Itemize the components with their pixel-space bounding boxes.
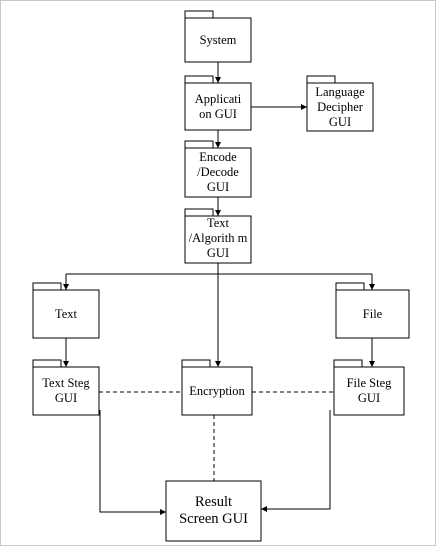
text-steg-gui-label: Text Steg GUI (42, 376, 90, 405)
language-decipher-gui-label: Language Decipher GUI (315, 84, 365, 129)
file-label: File (362, 306, 383, 321)
text-algorithm-gui-label: Text /Algorith m GUI (188, 216, 248, 260)
encode-decode-gui-package (184, 140, 252, 198)
file-steg-gui-label: File Steg GUI (346, 376, 392, 405)
text-label: Text (54, 306, 78, 321)
result-screen-gui-label: Result Screen GUI (179, 493, 248, 527)
language-decipher-gui-package (306, 75, 374, 132)
text-steg-gui-package (32, 359, 100, 416)
encode-decode-gui-label: Encode /Decode GUI (197, 150, 239, 194)
arrow-filesteg-to-result (261, 410, 331, 512)
encryption-package (181, 359, 253, 416)
application-gui-label: Applicati on GUI (194, 91, 242, 121)
text-algorithm-gui-package (184, 208, 252, 264)
arrow-textsteg-to-result (99, 410, 166, 515)
text-package (32, 282, 100, 339)
system-label: System (199, 32, 237, 47)
system-package (184, 10, 252, 63)
file-package (335, 282, 410, 339)
encryption-label: Encryption (189, 383, 245, 398)
file-steg-gui-package (333, 359, 405, 416)
